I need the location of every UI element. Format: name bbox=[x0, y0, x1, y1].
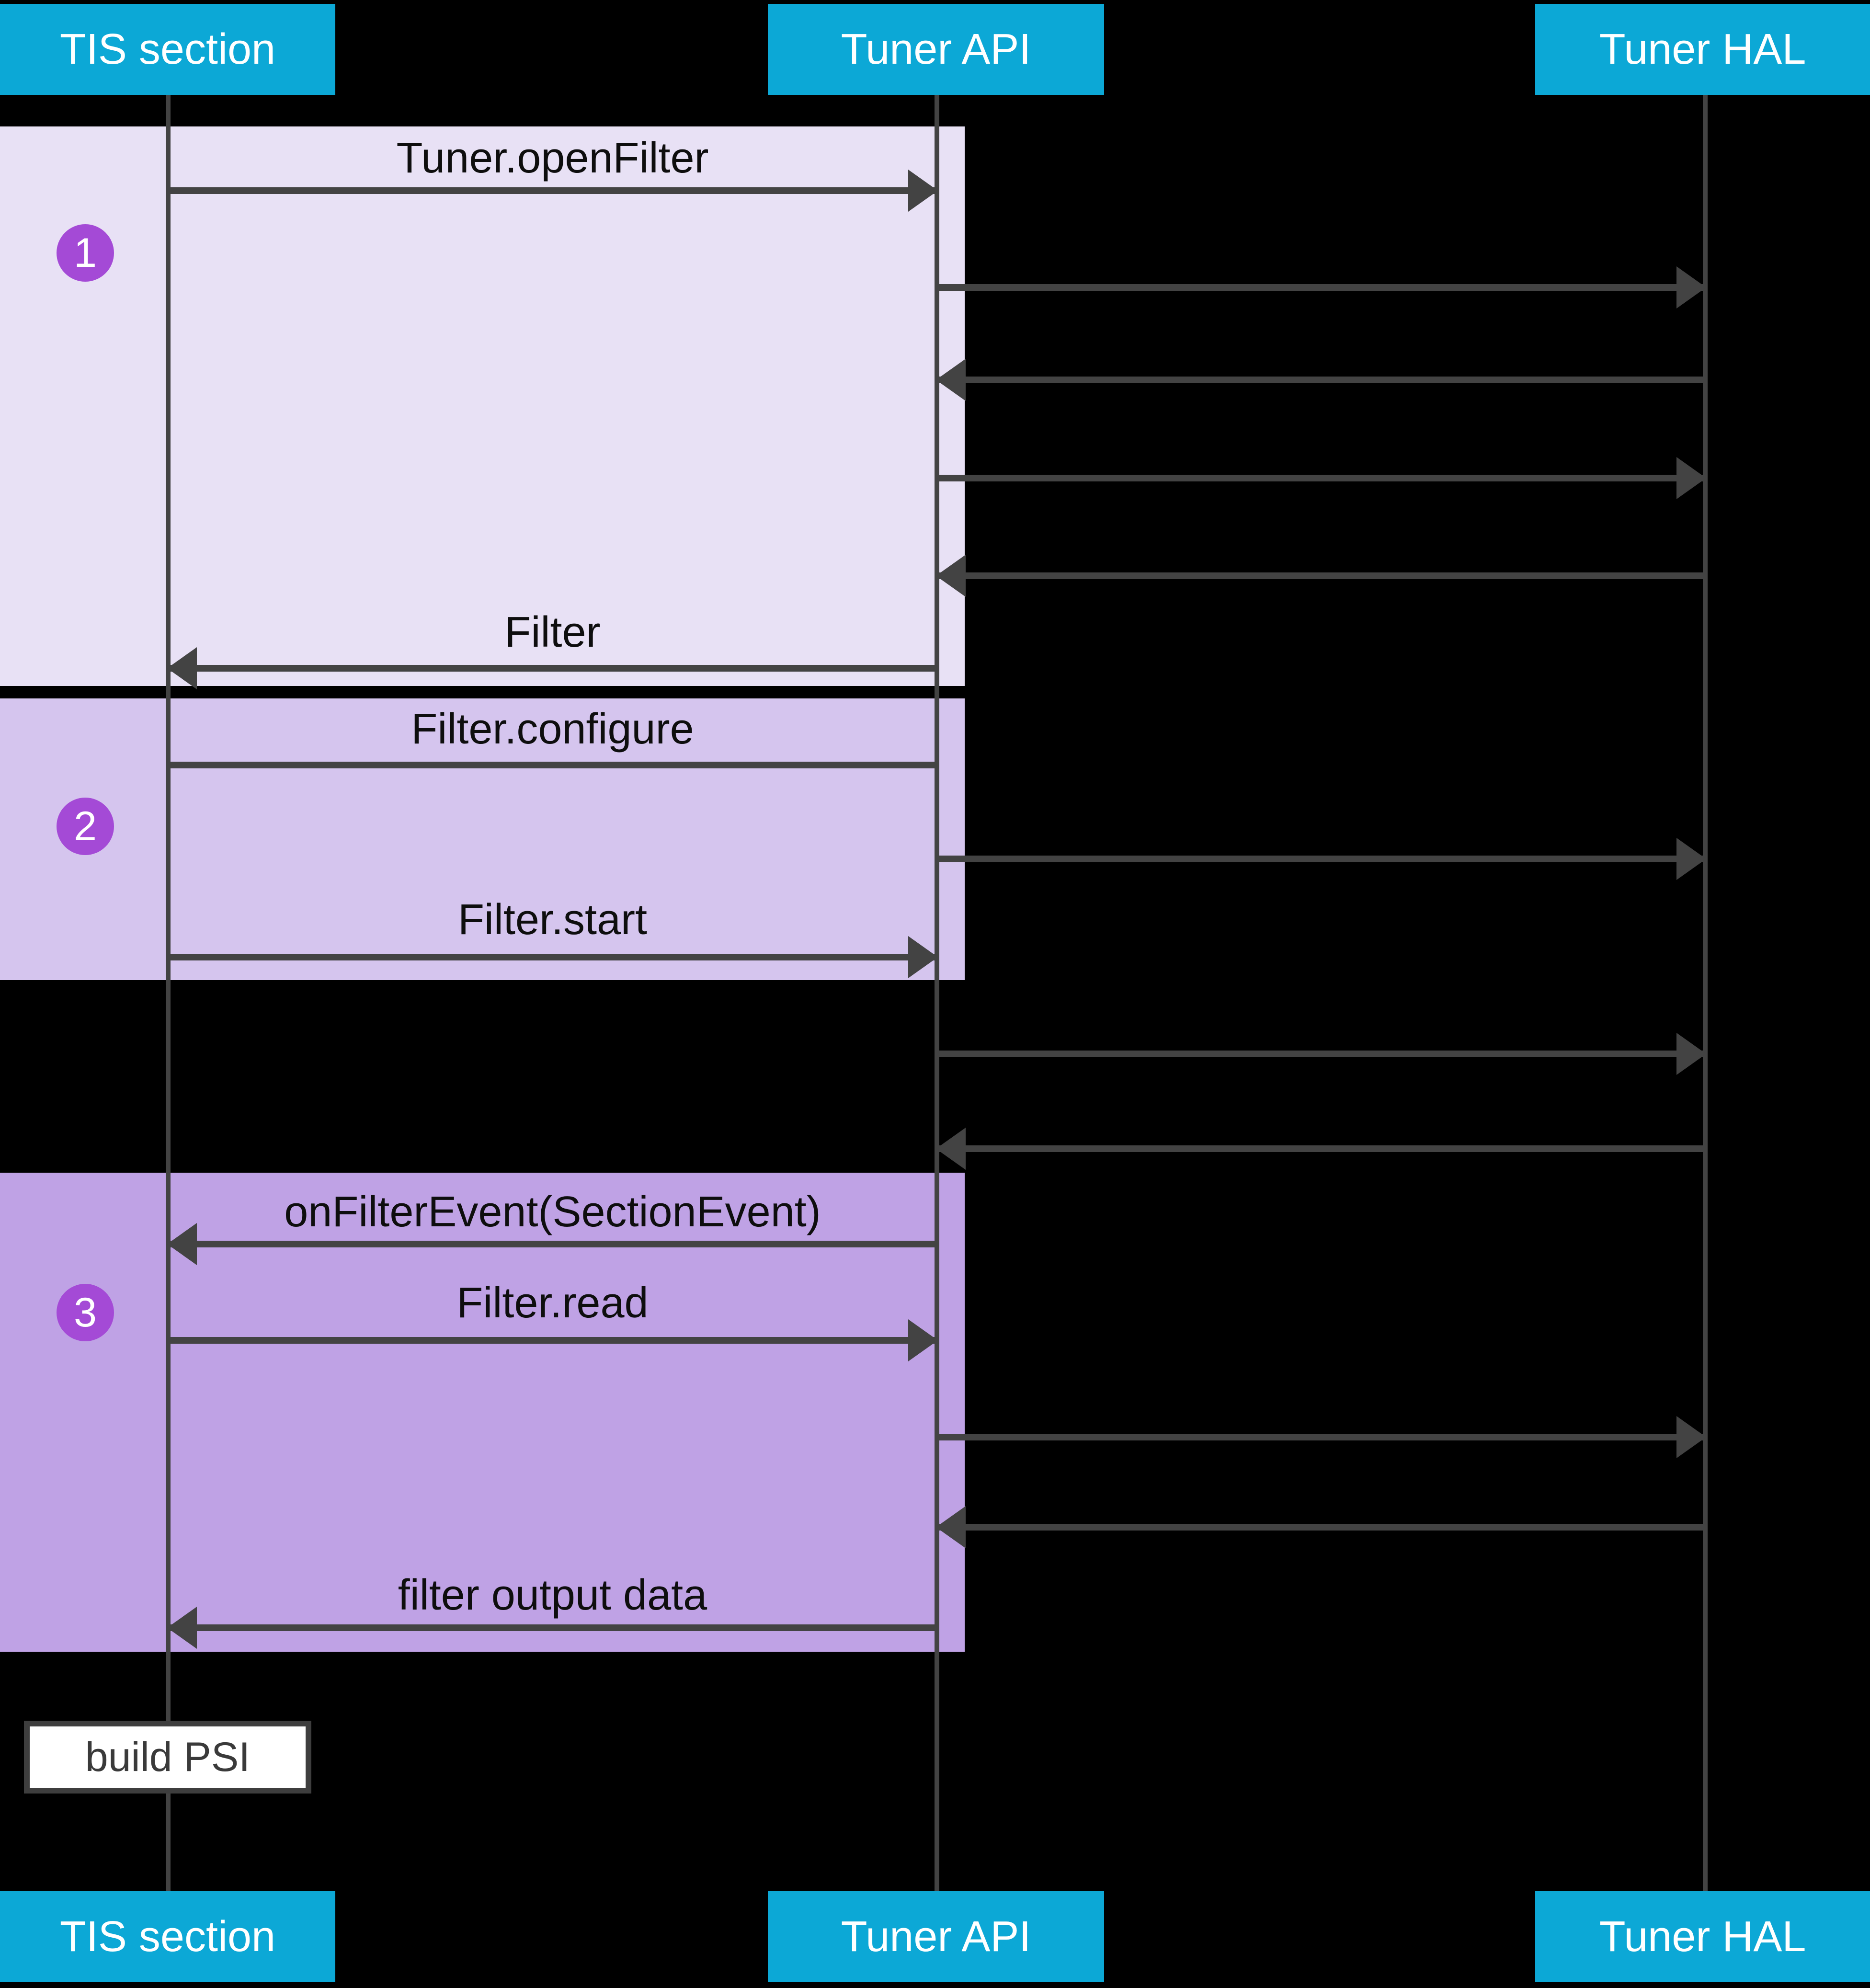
arrow-tuner-open-filter bbox=[168, 187, 937, 194]
label-tuner-open-filter: Tuner.openFilter bbox=[396, 134, 709, 182]
arrow-api-to-hal-2 bbox=[937, 475, 1705, 481]
arrow-filter-read bbox=[168, 1337, 937, 1344]
step-3-badge: 3 bbox=[57, 1284, 114, 1341]
note-build-psi: build PSI bbox=[24, 1721, 311, 1794]
label-filter-return: Filter bbox=[504, 608, 601, 656]
arrow-hal-to-api-3 bbox=[937, 1145, 1705, 1152]
arrow-filter-configure bbox=[168, 762, 937, 768]
label-filter-output-data: filter output data bbox=[398, 1571, 707, 1619]
participant-header-bottom-tuner-hal: Tuner HAL bbox=[1535, 1891, 1870, 1982]
arrow-filter-return bbox=[168, 665, 937, 672]
participant-header-top-tis-section: TIS section bbox=[0, 4, 335, 95]
step-1-badge: 1 bbox=[57, 224, 114, 282]
label-filter-start: Filter.start bbox=[457, 896, 648, 944]
label-on-filter-event: onFilterEvent(SectionEvent) bbox=[284, 1188, 821, 1236]
label-filter-configure: Filter.configure bbox=[411, 705, 694, 753]
step-1-block bbox=[0, 126, 965, 686]
lifeline-tuner-api bbox=[935, 95, 939, 1891]
lifeline-tuner-hal bbox=[1703, 95, 1708, 1891]
label-filter-read: Filter.read bbox=[456, 1279, 649, 1327]
arrow-filter-output-data bbox=[168, 1624, 937, 1631]
arrow-hal-to-api-2 bbox=[937, 572, 1705, 579]
step-3-block bbox=[0, 1173, 965, 1652]
participant-header-bottom-tis-section: TIS section bbox=[0, 1891, 335, 1982]
participant-header-bottom-tuner-api: Tuner API bbox=[768, 1891, 1104, 1982]
arrow-api-to-hal-5 bbox=[937, 1434, 1705, 1440]
arrow-api-to-hal-4 bbox=[937, 1051, 1705, 1057]
arrow-filter-start bbox=[168, 954, 937, 960]
participant-header-top-tuner-api: Tuner API bbox=[768, 4, 1104, 95]
arrow-api-to-hal-3 bbox=[937, 856, 1705, 862]
lifeline-tis-section bbox=[166, 95, 171, 1891]
arrow-on-filter-event bbox=[168, 1241, 937, 1247]
arrow-hal-to-api-1 bbox=[937, 377, 1705, 383]
arrow-hal-to-api-4 bbox=[937, 1524, 1705, 1531]
step-2-block bbox=[0, 698, 965, 980]
step-2-badge: 2 bbox=[57, 798, 114, 855]
participant-header-top-tuner-hal: Tuner HAL bbox=[1535, 4, 1870, 95]
arrow-api-to-hal-1 bbox=[937, 284, 1705, 291]
